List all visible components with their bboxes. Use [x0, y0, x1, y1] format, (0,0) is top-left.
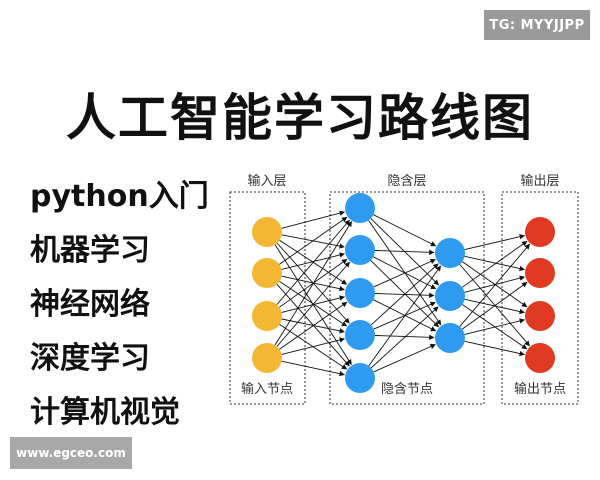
hidden-node: [435, 238, 465, 268]
connection-arrow: [274, 221, 352, 346]
hidden-node: [345, 235, 375, 265]
connection-arrow: [279, 216, 348, 265]
hidden-node: [345, 278, 375, 308]
connection-arrow: [461, 240, 528, 288]
connection-arrow: [370, 260, 439, 328]
input-layer-label: 输入层: [247, 173, 286, 189]
input-node: [252, 301, 282, 331]
connection-arrow: [461, 282, 528, 330]
connection-arrow: [373, 344, 436, 373]
connection-arrow: [279, 301, 348, 350]
hidden-node: [435, 281, 465, 311]
watermark-badge: TG: MYYJJPP: [484, 10, 590, 40]
hidden-nodes-label: 隐含节点: [381, 381, 433, 397]
topic-item-machine-learning: 机器学习: [30, 233, 150, 268]
hidden-node: [345, 193, 375, 223]
output-node: [525, 343, 555, 373]
connection-arrow: [281, 360, 345, 377]
hidden-node: [435, 323, 465, 353]
website-footer: www.egceo.com: [10, 437, 132, 469]
hidden-node: [345, 363, 375, 393]
connection-arrow: [464, 234, 525, 251]
hidden-layer-label: 隐含层: [387, 173, 426, 189]
connection-arrow: [459, 243, 530, 327]
connection-arrow: [464, 340, 525, 357]
input-node: [252, 258, 282, 288]
output-node: [525, 301, 555, 331]
connection-arrow: [373, 214, 437, 247]
topic-list: python入门 机器学习 神经网络 深度学习 计算机视觉: [30, 170, 209, 440]
connection-arrow: [281, 252, 345, 270]
topic-item-deep-learning: 深度学习: [30, 341, 150, 376]
connection-arrow: [281, 337, 345, 355]
output-node: [525, 217, 555, 247]
connection-arrow: [374, 249, 435, 256]
connection-arrow: [370, 306, 439, 369]
topic-item-python: python入门: [30, 179, 209, 214]
input-node: [252, 217, 282, 247]
page-title: 人工智能学习路线图: [66, 89, 534, 147]
connection-arrow: [459, 264, 530, 347]
output-layer-box: [501, 191, 579, 405]
connection-arrow: [464, 318, 525, 335]
input-node: [252, 343, 282, 373]
topic-item-neural-network: 神经网络: [30, 287, 150, 322]
connection-arrow: [281, 210, 346, 229]
hidden-node: [345, 320, 375, 350]
connection-arrow: [276, 261, 350, 347]
connection-arrow: [370, 263, 439, 326]
output-layer-label: 输出层: [520, 173, 559, 189]
topic-item-computer-vision: 计算机视觉: [30, 395, 180, 430]
connection-arrow: [276, 219, 350, 305]
connection-arrow: [373, 259, 436, 288]
connection-arrow: [368, 265, 442, 367]
connection-arrow: [374, 334, 435, 341]
connection-arrow: [464, 275, 526, 293]
output-node: [525, 258, 555, 288]
output-nodes-label: 输出节点: [514, 381, 566, 397]
input-nodes-label: 输入节点: [241, 381, 293, 397]
connection-arrow: [464, 255, 525, 272]
